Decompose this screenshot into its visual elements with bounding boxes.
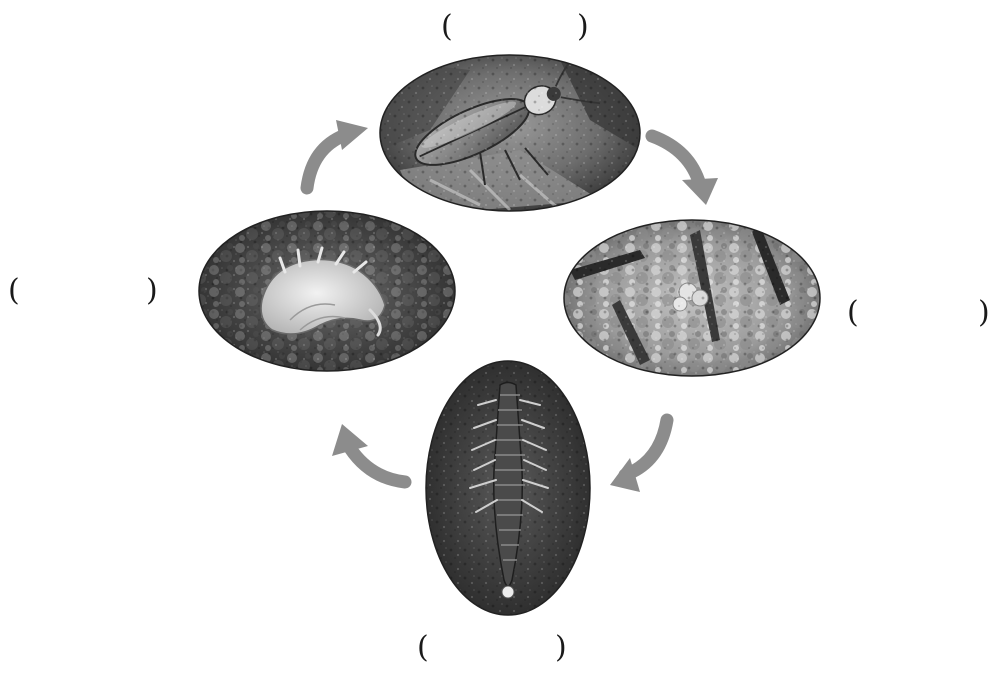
arrow-larva-to-pupa — [332, 424, 405, 482]
pupa-photo — [199, 211, 455, 371]
arrow-adult-to-egg — [652, 136, 718, 205]
blank-right-open: ( — [847, 298, 859, 328]
blank-top-close: ) — [577, 12, 589, 42]
blank-bottom-close: ) — [555, 633, 567, 663]
blank-left-open: ( — [8, 276, 20, 306]
blank-top-open: ( — [441, 12, 453, 42]
blank-right-close: ) — [978, 298, 990, 328]
arrow-pupa-to-adult — [307, 120, 368, 188]
adult-beetle-photo — [378, 52, 642, 215]
larva-photo — [424, 359, 592, 617]
blank-bottom-open: ( — [417, 633, 429, 663]
blank-left-close: ) — [146, 276, 158, 306]
arrow-egg-to-larva — [610, 420, 667, 492]
